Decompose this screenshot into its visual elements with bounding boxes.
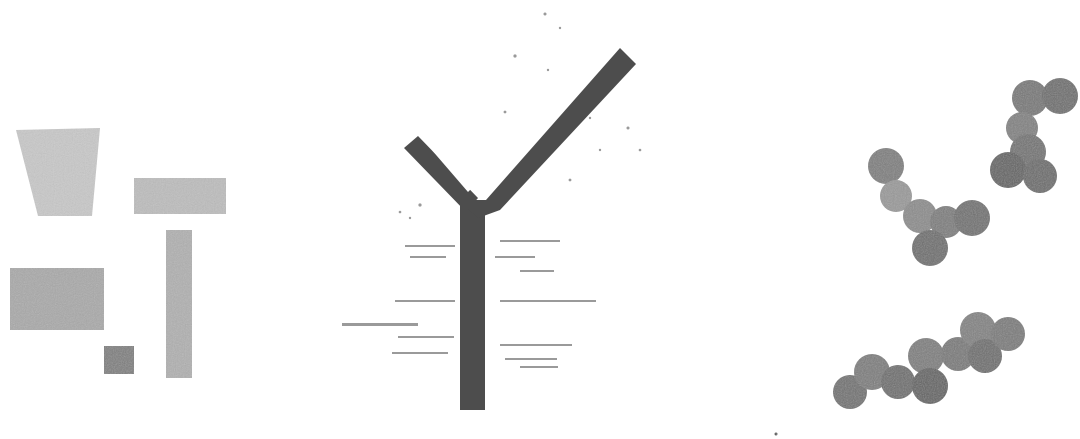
small-square-shape — [104, 346, 134, 374]
wide-bar-shape — [134, 178, 226, 214]
tall-bar-shape — [166, 230, 192, 378]
large-square-shape — [10, 268, 104, 330]
